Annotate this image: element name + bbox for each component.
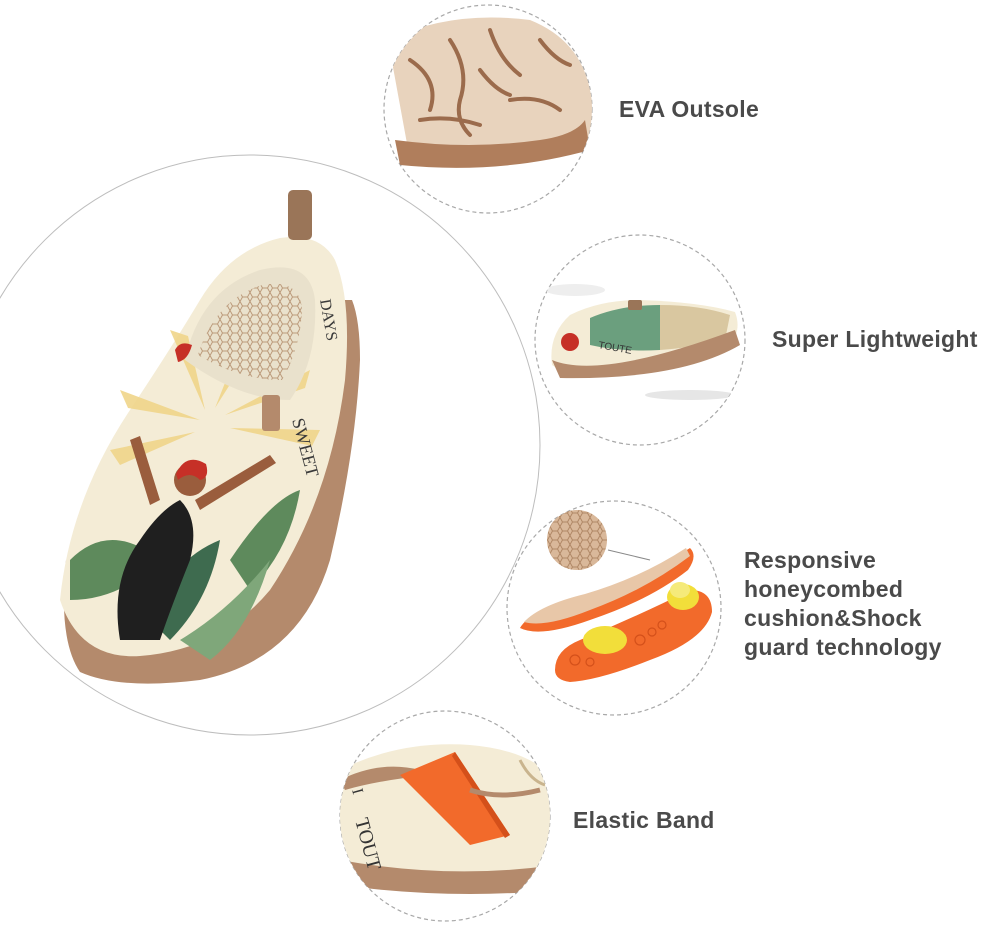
feature-label-lightweight: Super Lightweight (772, 326, 978, 352)
feature-label-cushion-line-2: honeycombed (744, 576, 904, 602)
feature-label-cushion-line-3: cushion&Shock (744, 605, 922, 631)
feature-label-outsole: EVA Outsole (619, 96, 760, 122)
insole-cushion-icon (520, 510, 712, 682)
feature-circle-elastic: TOUT I (339, 710, 551, 922)
feature-circle-lightweight: TOUTE (534, 234, 746, 446)
feature-label-cushion-line-4: guard technology (744, 634, 942, 660)
svg-text:I: I (348, 787, 366, 797)
feature-circle-cushion (506, 500, 722, 716)
feature-circle-outsole (383, 4, 593, 214)
sole-texture-closeup-icon (388, 17, 592, 168)
elastic-band-closeup-icon: TOUT I (340, 744, 550, 894)
feature-label-cushion: Responsive honeycombed cushion&Shock gua… (744, 546, 984, 662)
feature-label-elastic: Elastic Band (573, 807, 715, 833)
feature-label-cushion-line-1: Responsive (744, 547, 877, 573)
hero-shoe-image: DAYS SWEET (60, 190, 360, 684)
hero-shoe-circle: DAYS SWEET (0, 154, 541, 736)
floating-shoe-icon: TOUTE (545, 284, 740, 400)
